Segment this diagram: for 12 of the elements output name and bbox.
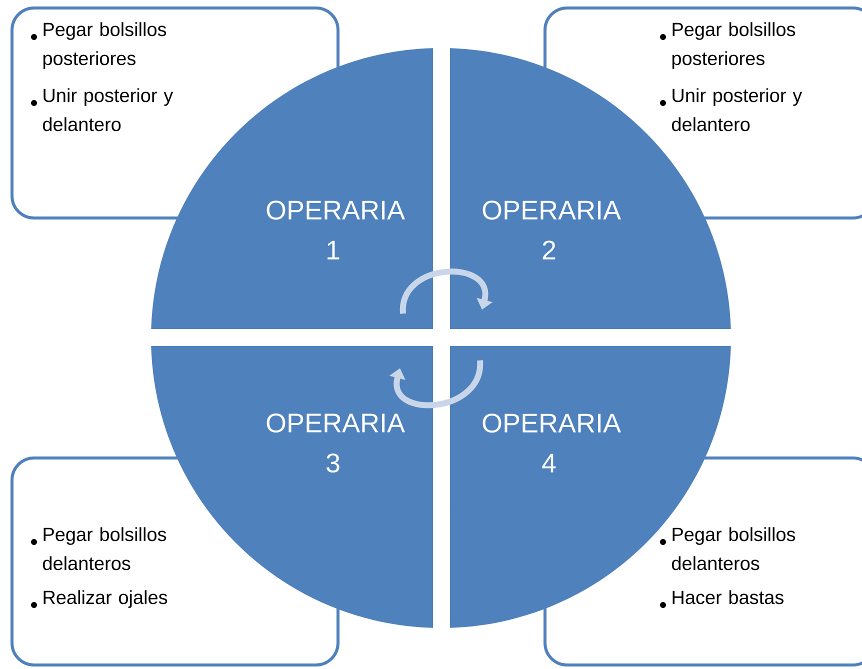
bullet-item: Pegar bolsillos delanteros	[43, 527, 166, 570]
bullet-item: Hacer bastas	[672, 590, 784, 604]
bullet-item: Unir posterior y delantero	[672, 88, 802, 132]
bullet-item: Unir posterior y delantero	[43, 88, 174, 132]
bullet-item: Realizar ojales	[44, 590, 168, 608]
bullet-item: Pegar bolsillos delanteros	[672, 527, 796, 570]
quadrant-label: OPERARIA 4	[482, 414, 621, 472]
quadrant-label: OPERARIA 1	[266, 200, 405, 260]
bullet-item: Pegar bolsillos posteriores	[672, 22, 796, 69]
quadrant-label: OPERARIA 2	[482, 200, 621, 260]
bullet-item: Pegar bolsillos posteriores	[43, 22, 166, 69]
quadrant-label: OPERARIA 3	[266, 413, 405, 473]
